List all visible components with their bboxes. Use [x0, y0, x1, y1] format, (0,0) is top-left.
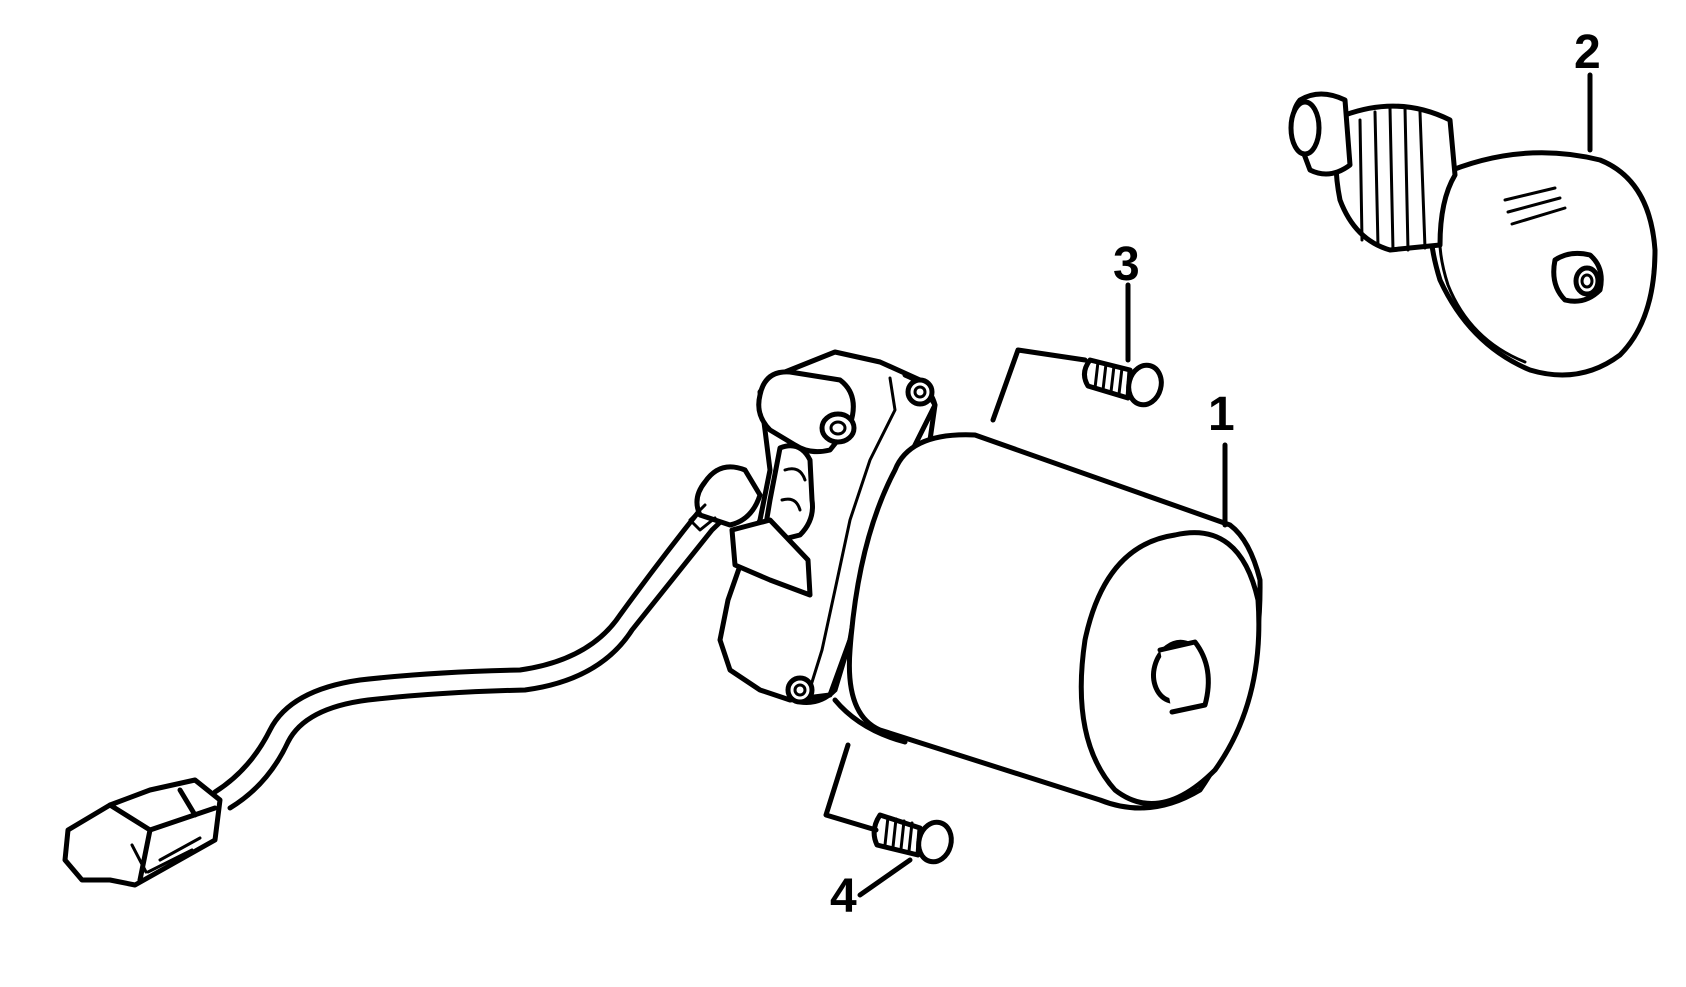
callout-1: 1: [1208, 388, 1235, 441]
callout-3: 3: [1113, 238, 1140, 291]
starter-drive[interactable]: [1288, 91, 1658, 378]
callout-2: 2: [1574, 26, 1601, 79]
leader-4: [857, 857, 913, 898]
wire-outline-top: [212, 485, 725, 795]
screw-4[interactable]: [871, 812, 956, 865]
screw-3[interactable]: [1082, 357, 1165, 408]
leader-4-bracket: [823, 742, 879, 833]
screw-4-head: [916, 819, 954, 865]
wire-connector: [62, 777, 223, 888]
flange-hole-bottom: [785, 675, 815, 705]
starter-motor[interactable]: [717, 349, 1263, 811]
wire-outline-bottom: [227, 505, 738, 811]
leader-3-bracket: [990, 347, 1088, 423]
callout-4: 4: [830, 870, 857, 923]
terminal-clip: [762, 443, 815, 543]
motor-flange-inner: [806, 376, 897, 697]
flange-hole-top: [905, 377, 935, 407]
screw-3-head: [1126, 362, 1164, 408]
wire-harness[interactable]: [62, 464, 763, 888]
callout-numbers: 1 2 3 4: [830, 26, 1601, 923]
drive-gear: [1333, 103, 1458, 253]
terminal-block: [729, 517, 813, 598]
leader-lines: [823, 72, 1593, 898]
wire-boot: [694, 464, 763, 528]
drive-shaft-tip: [1288, 99, 1322, 157]
drive-flange: [1427, 150, 1658, 378]
